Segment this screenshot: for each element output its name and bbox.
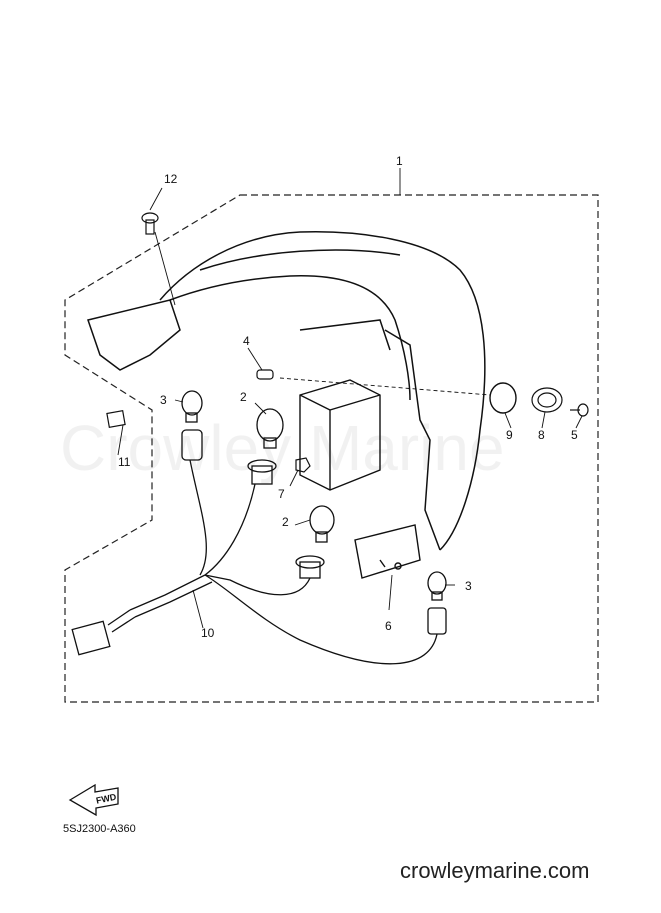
callout-10: 10 — [201, 626, 215, 640]
clip-11 — [106, 410, 126, 428]
bulb-3-right — [427, 571, 447, 601]
callout-9: 9 — [506, 428, 513, 442]
gasket-8 — [531, 387, 563, 413]
screw-5 — [570, 403, 589, 417]
callout-4: 4 — [243, 334, 250, 348]
bulb-sockets — [181, 429, 447, 635]
tail-light-housing — [87, 231, 486, 551]
small-bulb-4 — [256, 369, 274, 380]
leader-lines — [117, 168, 583, 629]
callout-3-left: 3 — [160, 393, 167, 407]
nut-7 — [295, 457, 311, 473]
lamp-housing-box — [299, 379, 381, 491]
callout-6: 6 — [385, 619, 392, 633]
screw-12 — [141, 212, 159, 235]
callout-2-upper: 2 — [240, 390, 247, 404]
callout-12: 12 — [164, 172, 178, 186]
bulb-3-left — [181, 390, 203, 423]
callout-3-right: 3 — [465, 579, 472, 593]
fwd-label: FWD — [95, 792, 118, 806]
callout-8: 8 — [538, 428, 545, 442]
watermark-text: Crowley Marine — [60, 412, 505, 484]
callout-5: 5 — [571, 428, 578, 442]
callout-7: 7 — [278, 487, 285, 501]
bulb-2-upper — [256, 408, 284, 449]
callout-2-lower: 2 — [282, 515, 289, 529]
site-url[interactable]: crowleymarine.com — [400, 858, 590, 883]
fwd-arrow-icon: FWD — [68, 783, 119, 817]
assembly-boundary — [64, 194, 599, 703]
o-ring-9 — [489, 382, 517, 414]
callout-11: 11 — [118, 455, 131, 469]
callout-1: 1 — [396, 154, 403, 168]
license-light-lens — [354, 524, 421, 579]
bulb-2-lower — [309, 505, 335, 543]
part-code: 5SJ2300-A360 — [63, 823, 136, 835]
wiring-harness — [71, 459, 438, 665]
